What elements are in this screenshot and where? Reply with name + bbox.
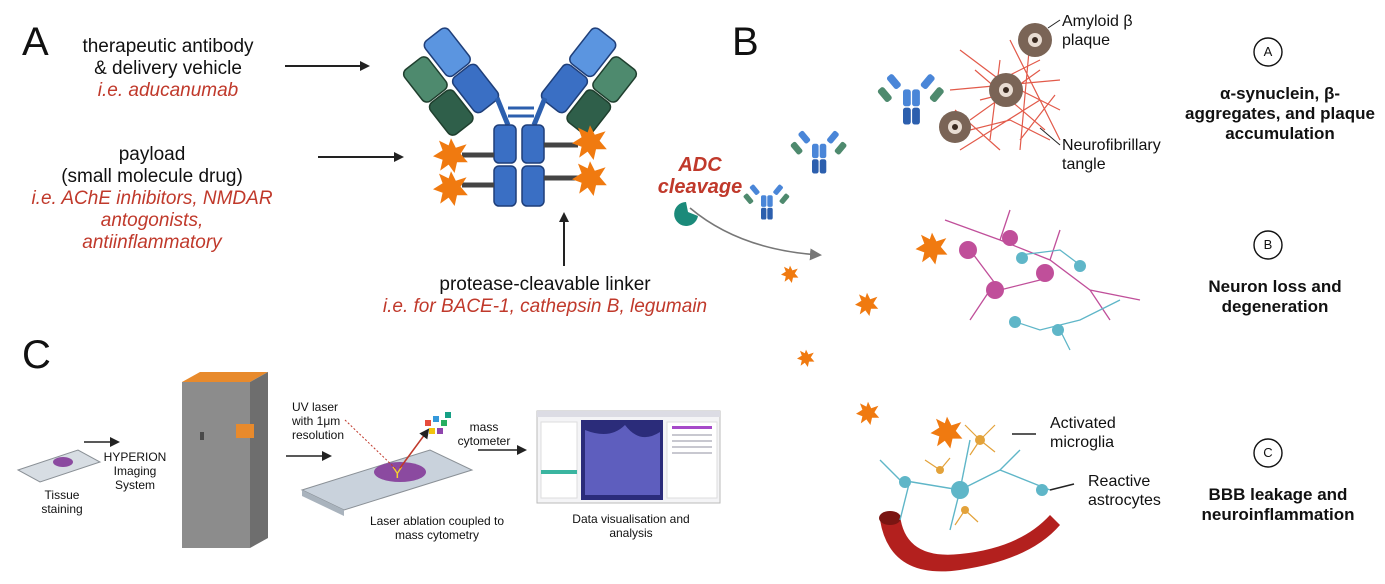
released-payload-star-icon (781, 265, 799, 283)
activated-microglia-illustration (924, 424, 996, 526)
outcome-badge-a-letter: A (1263, 44, 1273, 59)
tissue-staining-label: Tissue staining (41, 488, 83, 516)
outcome-badge-c (1253, 438, 1283, 468)
linker-label: protease-cleavable linker i.e. for BACE-… (382, 274, 708, 317)
astrocyte-cell (899, 476, 911, 488)
mini-antibody-icon (876, 73, 945, 125)
payload-star-icon (572, 125, 607, 160)
neuron-cluster-illustration (944, 209, 1141, 351)
microglia-cell (961, 506, 969, 514)
astrocyte-pointer (1049, 483, 1075, 491)
antibody-label: therapeutic antibody & delivery vehicle … (82, 36, 254, 101)
outcome-a-text: α-synuclein, β- aggregates, and plaque a… (1185, 84, 1375, 143)
microglia-cell (936, 466, 944, 474)
panel-label-a: A (22, 20, 49, 64)
outcome-b-text: Neuron loss and degeneration (1208, 277, 1342, 316)
laser-ablation-label: Laser ablation coupled to mass cytometry (369, 514, 505, 542)
astrocyte-label: Reactive astrocytes (1088, 473, 1161, 509)
reactive-astrocyte-illustration (879, 439, 1051, 531)
panel-label-c: C (22, 333, 51, 377)
astrocyte-cell (1036, 484, 1048, 496)
analysis-software-screenshot (536, 410, 721, 504)
released-payload-star-icon (855, 292, 879, 316)
hyperion-instrument-icon (182, 372, 268, 548)
cleavage-curve-arrow (689, 207, 822, 261)
amyloid-pointer (1047, 19, 1061, 29)
mass-cytometer-label: mass cytometer (457, 420, 511, 448)
payload-label: payload (small molecule drug) i.e. AChE … (31, 144, 273, 253)
data-visualisation-label: Data visualisation and analysis (572, 512, 690, 540)
outcome-badge-b-letter: B (1263, 237, 1273, 252)
astrocyte-cell (951, 481, 969, 499)
mini-antibody-icon (742, 183, 790, 220)
tangle-label: Neurofibrillary tangle (1062, 137, 1161, 173)
outcome-badge-b (1253, 230, 1283, 260)
outcome-c-text: BBB leakage and neuroinflammation (1201, 485, 1355, 524)
mini-antibody-icon (789, 130, 848, 174)
released-payload-star-icon (930, 416, 963, 449)
amyloid-plaque-icon (1018, 23, 1052, 57)
microglia-cell (975, 435, 985, 445)
outcome-badge-c-letter: C (1263, 445, 1273, 460)
payload-star-icon (433, 171, 468, 206)
mass-cytometer-pixels-icon (425, 412, 451, 434)
released-payload-star-icon (797, 349, 815, 367)
tissue-slide-icon (16, 449, 102, 483)
laser-ablation-slide-icon: Y (300, 419, 474, 516)
amyloid-label: Amyloid β plaque (1062, 13, 1133, 49)
released-payload-star-icon (915, 232, 948, 265)
adc-cleavage-label: ADC cleavage (657, 154, 743, 198)
outcome-badge-a (1253, 37, 1283, 67)
released-payload-star-icon (856, 401, 880, 425)
microglia-label: Activated microglia (1050, 415, 1116, 451)
amyloid-plaque-icon (989, 73, 1023, 107)
payload-star-icon (572, 161, 607, 196)
tangle-pointer (1039, 127, 1061, 146)
amyloid-plaque-icon (939, 111, 971, 143)
hyperion-label: HYPERION Imaging System (103, 450, 167, 492)
panel-label-b: B (732, 20, 759, 64)
protease-icon (674, 202, 698, 226)
adc-antibody-illustration (402, 27, 638, 207)
svg-text:Y: Y (392, 465, 403, 482)
blood-vessel-illustration (879, 511, 1060, 572)
uv-laser-label: UV laser with 1μm resolution (292, 400, 345, 442)
